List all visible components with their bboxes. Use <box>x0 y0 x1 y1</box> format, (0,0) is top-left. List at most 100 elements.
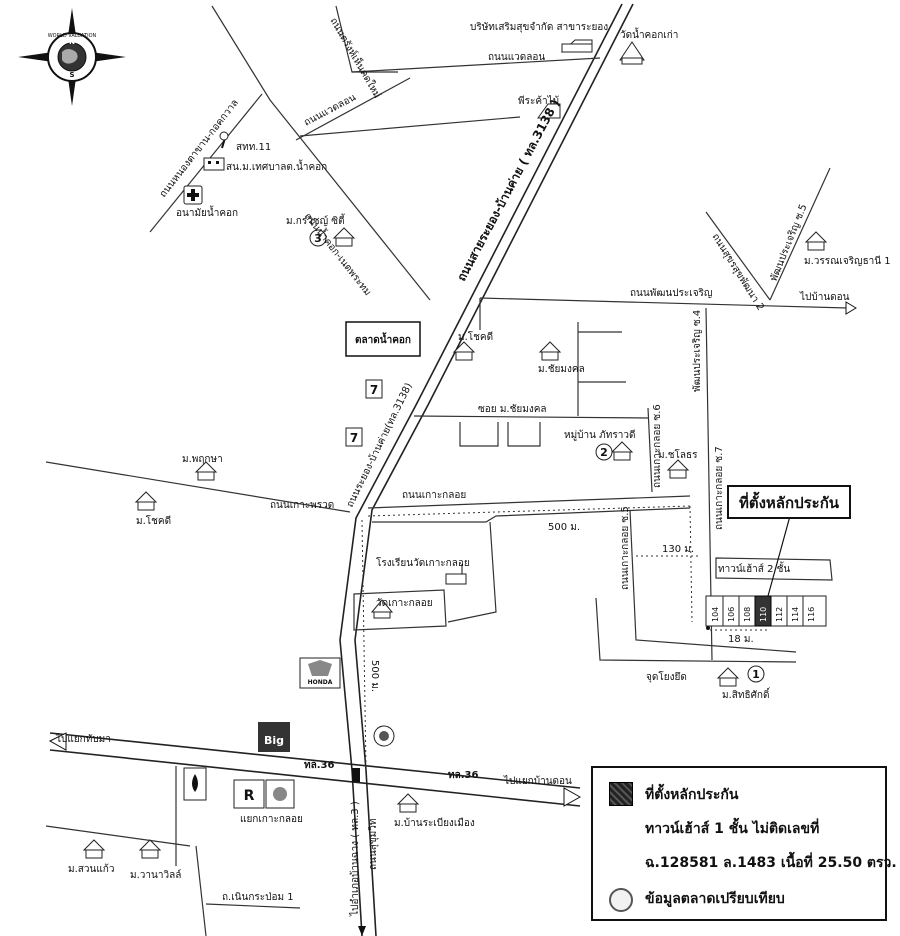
place-label-p3: พีระค้าไม้ <box>518 95 559 107</box>
road-3138-right <box>354 3 634 936</box>
house-icon-8 <box>134 491 158 511</box>
place-label-p23: ไปแยกบ้านดอน <box>503 775 572 787</box>
place-label-p13: หมู่บ้าน ภัทราวดี <box>564 429 635 441</box>
legend-line-1: ที่ตั้งหลักประกัน <box>645 787 739 803</box>
svg-text:7: 7 <box>370 383 378 397</box>
honda-label: HONDA <box>308 679 333 686</box>
place-label-p8: ม.วรรณเจริญธานี 1 <box>804 255 891 267</box>
compass-e: E <box>102 54 107 62</box>
place-label-p1: บริษัทเสริมสุขจำกัด สาขาระยอง <box>470 22 608 33</box>
distance-label-d1: 500 ม. <box>548 522 580 533</box>
place-label-p21: ม.สิทธิศักดิ์ <box>722 687 771 701</box>
road-label-r15: ถนนเกาะกลอย ซ.7 <box>714 446 725 530</box>
office-building-icon <box>203 157 225 171</box>
place-label-p12: ม.ชัยมงคล <box>538 364 585 375</box>
subject-plot <box>754 595 772 627</box>
road-r9 <box>705 211 771 301</box>
place-label-p20: จุดโยงยึด <box>646 670 687 683</box>
place-label-p19: ทาวน์เฮ้าส์ 2 ชั้น <box>718 561 790 575</box>
road-r12 <box>45 461 351 513</box>
road-lower <box>595 597 797 663</box>
road-r3 <box>295 77 411 141</box>
place-label-p26: ม.สวนแก้ว <box>68 863 114 875</box>
place-label-p14: ม.ชโลธร <box>658 448 698 461</box>
road-label-r17: ถนนเกาะกลอย ซ.5 <box>620 506 631 590</box>
seven-eleven-icon-1: 7 <box>365 379 383 399</box>
road-3138-left <box>339 3 623 936</box>
road-label-r1: ถนนตรังห์เห็นคดใหม่ <box>327 15 385 101</box>
house-icon-9 <box>716 667 740 687</box>
road-r13b <box>372 507 691 523</box>
place-label-p7: ม.กรวิชญ์ ซิตี้ <box>286 213 346 227</box>
svg-text:2: 2 <box>600 446 608 459</box>
place-label-p6: อนามัยน้ำคอก <box>176 205 238 219</box>
legend-line-2: ทาวน์เฮ้าส์ 1 ชั้น ไม่ติดเลขที่ <box>645 821 820 837</box>
arrow-right-icon-2 <box>845 301 857 315</box>
place-label-p10: ตลาดน้ำคอก <box>355 332 411 346</box>
road-label-r4: ถนนหนองตาขาน-กอคกวาล <box>158 98 241 200</box>
road-r7 <box>479 297 849 309</box>
big-c-logo-icon: Big <box>258 722 290 752</box>
place-label-p11: ม.โชคดี <box>458 330 493 343</box>
place-label-p15: ม.พฤกษา <box>182 454 223 465</box>
house-icon-12 <box>138 839 162 859</box>
plot-108: 108 <box>743 607 752 622</box>
arrow-right-icon <box>563 787 582 807</box>
arrow-left-icon <box>48 732 67 751</box>
road-r5 <box>211 5 431 301</box>
road-r22 <box>205 903 301 909</box>
school-icon <box>445 564 467 585</box>
road-label-r21: ถนนสุขุมวิท <box>368 819 379 870</box>
arrow-down-icon <box>358 926 366 936</box>
place-labels: บริษัทเสริมสุขจำกัด สาขาระยอง วัดน้ำคอกเ… <box>55 22 891 881</box>
factory-icon <box>560 39 593 53</box>
plot-112: 112 <box>775 607 784 622</box>
distance-labels: 500 ม. 130 ม. 18 ม. 500 ม. <box>369 522 754 692</box>
road-label-r2: ถนนแวดลอน <box>488 52 545 63</box>
house-icon-7 <box>194 461 218 481</box>
house-icon-5 <box>610 441 634 461</box>
road-school-loop <box>447 521 497 623</box>
road-36-top <box>49 732 581 789</box>
road-label-r13: ถนนเกาะกลอย <box>402 490 466 501</box>
road-r8 <box>769 167 831 301</box>
map-icons: 7 7 HONDA Big R 1 2 3 <box>48 39 857 936</box>
plot-104: 104 <box>711 607 720 622</box>
house-icon-11 <box>82 839 106 859</box>
road-bottom-left <box>175 766 207 936</box>
plot-116: 116 <box>807 607 816 622</box>
seven-eleven-icon-2: 7 <box>345 427 363 447</box>
road-label-r11: ซอย ม.ชัยมงคล <box>478 404 547 415</box>
place-label-p5: สน.ม.เทศบาลต.น้ำคอก <box>226 159 327 173</box>
traffic-light-icon <box>352 768 360 782</box>
road-label-r22: ถ.เนินกระป่อม 1 <box>222 892 294 903</box>
distance-lines <box>361 505 770 771</box>
road-label-r8: พัฒนประเจริญ ซ.5 <box>769 203 810 283</box>
svg-text:7: 7 <box>350 431 358 445</box>
dist-line-500-top <box>367 505 691 517</box>
road-label-r19: ทล.36 <box>448 770 478 781</box>
temple-icon <box>619 41 645 65</box>
antenna-icon <box>219 131 229 149</box>
house-icon-10 <box>396 793 420 813</box>
health-center-icon <box>183 185 203 205</box>
compass-rose: WORLD VALUATION N S W E <box>18 8 126 106</box>
road-label-r7: ถนนพัฒนประเจริญ <box>630 288 712 299</box>
distance-label-d4: 500 ม. <box>369 660 380 692</box>
ptt-logo-icon <box>373 725 395 747</box>
house-icon-4 <box>538 341 562 361</box>
plot-106: 106 <box>727 607 736 622</box>
road-r3b <box>299 116 521 137</box>
place-label-p25: ม.บ้านระเบียงเมือง <box>394 817 475 829</box>
house-icon-6 <box>666 459 690 479</box>
comparison-marker-3: 3 <box>309 229 327 247</box>
market-box <box>345 321 421 357</box>
place-label-p2: วัดน้ำคอกเก่า <box>620 27 678 41</box>
road-bottom-left-b <box>45 825 191 847</box>
place-label-p24: แยกเกาะกลอย <box>240 814 303 825</box>
svg-text:R: R <box>244 788 255 804</box>
road-label-r12: ถนนเกาะพรวด <box>270 500 334 511</box>
comparison-marker-1: 1 <box>747 665 765 683</box>
road-label-r18: ทล.36 <box>304 760 334 771</box>
svg-text:3: 3 <box>314 232 322 245</box>
